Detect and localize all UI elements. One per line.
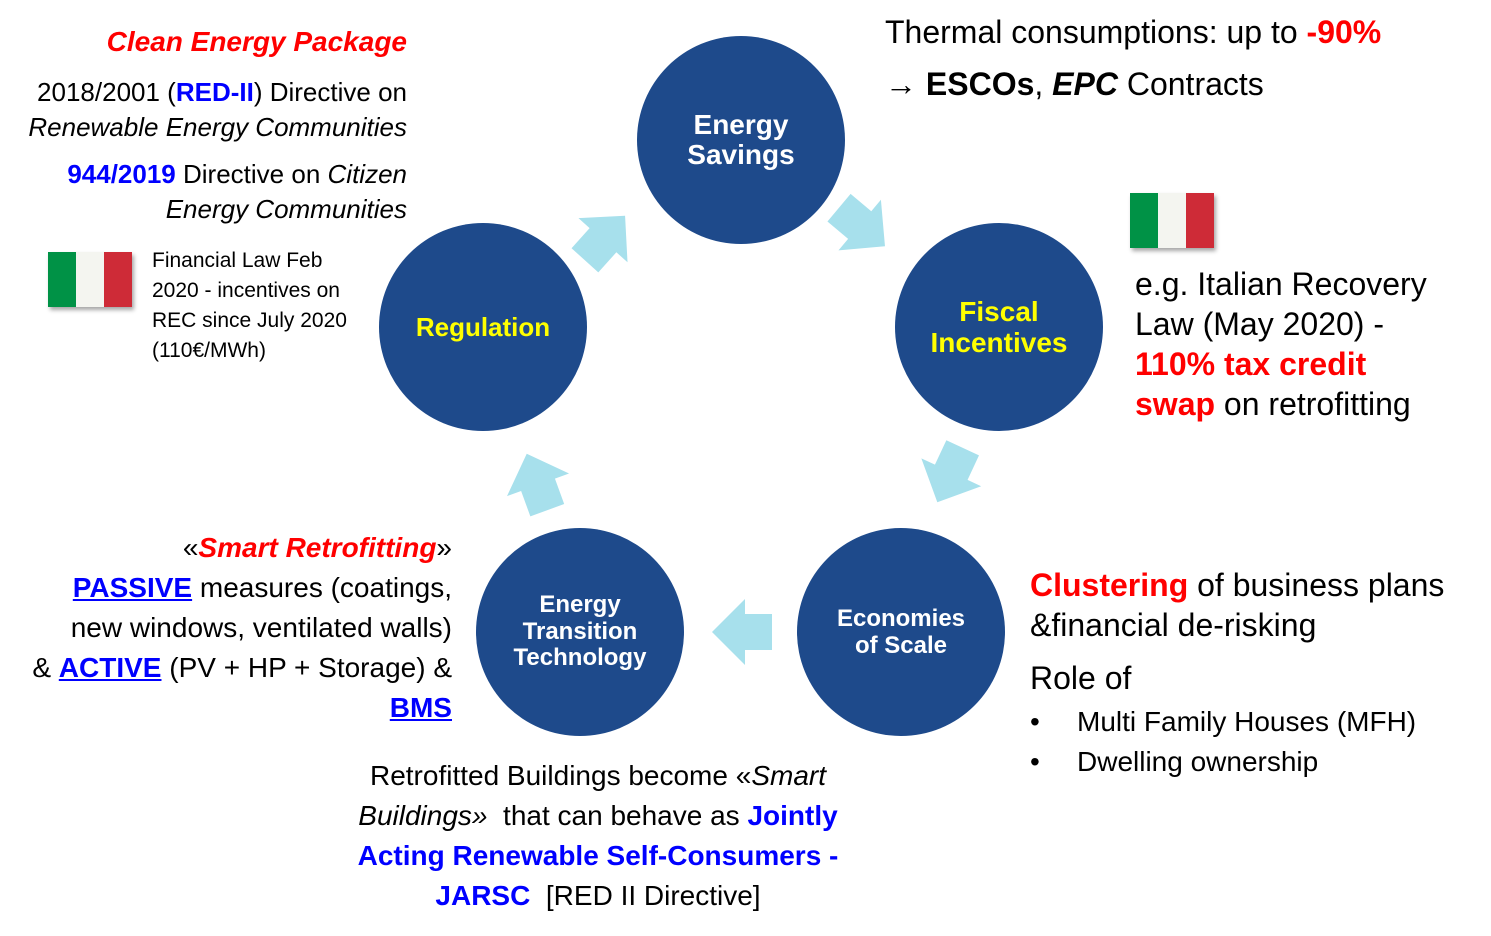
buildings-line: Buildings» that can behave as Jointly xyxy=(298,802,898,830)
swap-line: swap on retrofitting xyxy=(1135,388,1411,420)
buildings-italic: Buildings» xyxy=(358,800,488,831)
recovery-law-line: Law (May 2020) - xyxy=(1135,306,1384,342)
clustering-rest: of business plans xyxy=(1188,567,1445,603)
financial-law-line: (110€/MWh) xyxy=(152,339,266,362)
list-item: Dwelling ownership xyxy=(1077,746,1319,777)
flag-red-stripe xyxy=(104,252,132,307)
buildings-text: that can behave as xyxy=(487,800,748,831)
passive-link[interactable]: PASSIVE xyxy=(72,572,193,603)
smart-italic: Smart xyxy=(751,760,826,791)
node-label: Incentives xyxy=(930,327,1068,358)
ced-directive-line: 944/2019 Directive on Citizen xyxy=(67,161,407,187)
jointly-highlight: Jointly xyxy=(747,800,838,831)
contracts-label: Contracts xyxy=(1117,66,1264,102)
node-label: Energy xyxy=(693,109,789,140)
node-label: Transition xyxy=(522,617,638,645)
node-label: Energy xyxy=(539,591,621,619)
red-ii-reference: [RED II Directive] xyxy=(530,880,761,911)
flag-white-stripe xyxy=(1158,193,1186,248)
flag-green-stripe xyxy=(1130,193,1158,248)
clustering-line: Clustering of business plans xyxy=(1030,569,1444,601)
bms-line: BMS xyxy=(390,694,452,722)
buildings-text: Retrofitted Buildings become « xyxy=(369,760,752,791)
tax-credit-highlight: 110% tax credit xyxy=(1135,346,1367,382)
thermal-consumptions-line: Thermal consumptions: up to -90% xyxy=(885,16,1381,48)
italian-flag-icon xyxy=(48,252,132,307)
ced-code: 944/2019 xyxy=(67,159,176,189)
jarsc-highlight: JARSC xyxy=(435,880,531,911)
arrow-savings-to-fiscal-icon xyxy=(827,193,885,251)
thermal-consumptions-text: Thermal consumptions: up to xyxy=(885,14,1307,50)
thermal-reduction-value: -90% xyxy=(1306,14,1382,50)
passive-rest: measures (coatings, xyxy=(192,572,452,603)
derisking-line: &financial de-risking xyxy=(1030,607,1317,643)
red-ii-rest: ) Directive on xyxy=(253,77,407,107)
open-quote: « xyxy=(182,532,199,563)
arrow-regulation-to-savings-icon xyxy=(571,215,628,273)
active-link[interactable]: ACTIVE xyxy=(58,652,162,683)
fiscal-incentives-node: Fiscal Incentives xyxy=(895,223,1103,431)
escos-separator: , xyxy=(1034,66,1053,102)
active-measures-line: & ACTIVE (PV + HP + Storage) & xyxy=(32,654,452,682)
node-label: Technology xyxy=(513,644,647,672)
ced-subject: Citizen xyxy=(327,159,407,189)
energy-savings-node: Energy Savings xyxy=(637,36,845,244)
passive-measures-line: PASSIVE measures (coatings, xyxy=(73,574,452,602)
financial-law-line: 2020 - incentives on xyxy=(152,279,340,302)
arrow-fiscal-to-scale-icon xyxy=(921,440,982,503)
active-prefix: & xyxy=(32,652,59,683)
clean-energy-package-title: Clean Energy Package xyxy=(106,26,407,57)
smart-retrofitting-label: Smart Retrofitting xyxy=(198,532,437,563)
node-label: Economies xyxy=(836,605,966,632)
node-label: of Scale xyxy=(854,632,948,659)
ced-rest: Directive on xyxy=(175,159,328,189)
flag-red-stripe xyxy=(1186,193,1214,248)
red-ii-year: 2018/2001 ( xyxy=(37,77,176,107)
arrow-scale-to-technology-icon xyxy=(712,599,772,665)
flag-green-stripe xyxy=(48,252,76,307)
swap-highlight: swap xyxy=(1135,386,1216,422)
buildings-line: JARSC [RED II Directive] xyxy=(298,882,898,910)
financial-law-line: REC since July 2020 xyxy=(152,309,347,332)
epc-label: EPC xyxy=(1052,66,1118,102)
red-ii-subject: Renewable Energy Communities xyxy=(28,112,407,142)
buildings-line: Retrofitted Buildings become «Smart xyxy=(298,762,898,790)
jarsc-definition: Acting Renewable Self-Consumers - xyxy=(357,840,839,871)
swap-rest: on retrofitting xyxy=(1215,386,1411,422)
red-ii-code: RED-II xyxy=(175,77,254,107)
ced-subject-continued: Energy Communities xyxy=(165,194,407,224)
passive-measures-continued: new windows, ventilated walls) xyxy=(70,612,452,643)
clustering-highlight: Clustering xyxy=(1030,567,1189,603)
red-ii-directive-line: 2018/2001 (RED-II) Directive on xyxy=(37,79,407,105)
energy-transition-technology-node: Energy Transition Technology xyxy=(476,528,684,736)
node-label: Fiscal xyxy=(959,296,1039,327)
node-label: Savings xyxy=(687,139,795,170)
list-item: Multi Family Houses (MFH) xyxy=(1077,706,1417,737)
flag-white-stripe xyxy=(76,252,104,307)
close-quote: » xyxy=(436,532,452,563)
bullet-marker: • xyxy=(1030,746,1040,777)
italian-flag-icon xyxy=(1130,193,1214,248)
bms-link[interactable]: BMS xyxy=(389,692,452,723)
regulation-node: Regulation xyxy=(379,223,587,431)
escos-label: → ESCOs xyxy=(885,66,1035,102)
role-heading: Role of xyxy=(1030,660,1132,696)
active-rest: (PV + HP + Storage) & xyxy=(161,652,452,683)
financial-law-line: Financial Law Feb xyxy=(152,249,323,272)
recovery-law-line: e.g. Italian Recovery xyxy=(1135,266,1427,302)
economies-of-scale-node: Economies of Scale xyxy=(797,528,1005,736)
smart-retrofitting-line: «Smart Retrofitting» xyxy=(183,534,452,562)
bullet-marker: • xyxy=(1030,706,1040,737)
escos-epc-line: → ESCOs, EPC Contracts xyxy=(885,68,1264,100)
arrow-technology-to-regulation-icon xyxy=(507,453,570,517)
node-label: Regulation xyxy=(415,312,551,342)
